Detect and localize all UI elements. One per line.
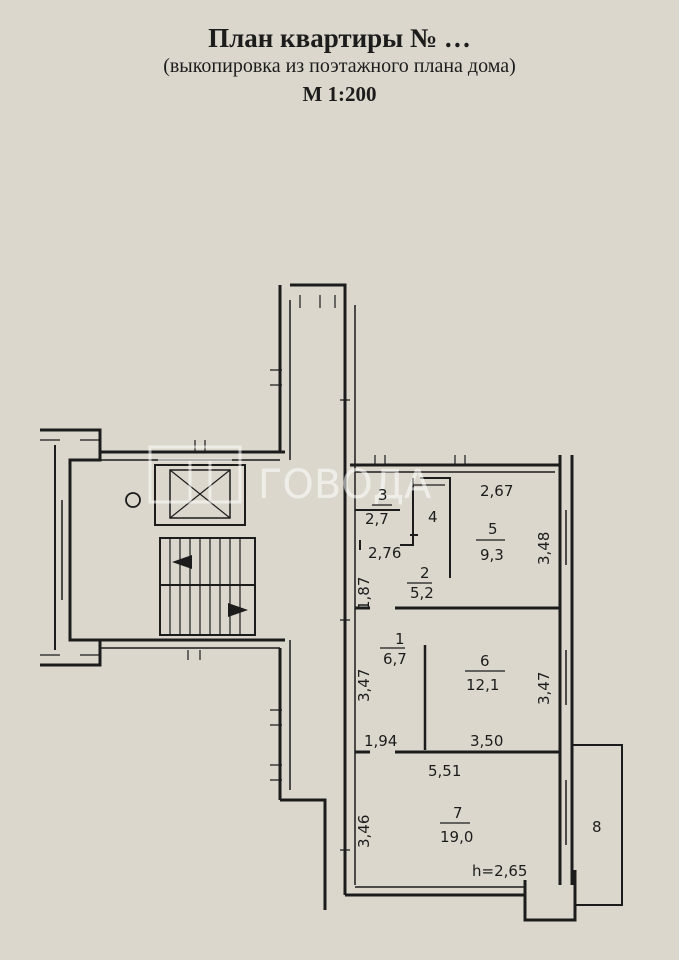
dim-3-46: 3,46 [355, 815, 373, 848]
dim-2-76: 2,76 [368, 544, 401, 562]
room-4-number: 4 [428, 508, 438, 526]
room-2-area: 5,2 [410, 584, 434, 602]
room-3-area: 2,7 [365, 510, 389, 528]
dim-3-47-left: 3,47 [355, 669, 373, 702]
ceiling-height: h=2,65 [472, 862, 527, 880]
stairwell [40, 428, 285, 667]
stair-arrow-left-icon [172, 555, 192, 569]
room-6-area: 12,1 [466, 676, 499, 694]
plan-title: План квартиры № … [208, 23, 471, 53]
room-5-area: 9,3 [480, 546, 504, 564]
plan-scale: М 1:200 [302, 82, 377, 106]
watermark: ГОВОДА [148, 445, 432, 508]
drain-circle-icon [125, 492, 141, 508]
dim-1-94: 1,94 [364, 732, 397, 750]
dim-3-50: 3,50 [470, 732, 503, 750]
dimension-labels: 2,67 2,76 1,94 3,50 5,51 h=2,65 3,48 1,8… [355, 482, 553, 880]
room-labels: 3 2,7 4 5 9,3 2 5,2 1 6,7 6 12,1 7 19,0 … [365, 486, 602, 846]
room-8-number: 8 [592, 818, 602, 836]
watermark-text: ГОВОДА [258, 462, 432, 508]
room-5-number: 5 [488, 520, 498, 538]
plan-subtitle: (выкопировка из поэтажного плана дома) [163, 55, 516, 77]
dim-2-67: 2,67 [480, 482, 513, 500]
stair-arrow-right-icon [228, 603, 248, 617]
room-3-number: 3 [378, 486, 388, 504]
room-1-number: 1 [395, 630, 405, 648]
room-7-number: 7 [453, 804, 463, 822]
room-7-area: 19,0 [440, 828, 473, 846]
corridor-walls [278, 283, 356, 910]
apartment-walls [345, 455, 623, 922]
area-underlines [372, 504, 505, 824]
dimension-ticks [40, 295, 466, 851]
room-2-number: 2 [420, 564, 430, 582]
stair-steps [169, 538, 241, 635]
dim-5-51: 5,51 [428, 762, 461, 780]
plan-header: План квартиры № … (выкопировка из поэтаж… [0, 22, 679, 108]
dim-3-48: 3,48 [535, 532, 553, 565]
room-6-number: 6 [480, 652, 490, 670]
room-1-area: 6,7 [383, 650, 407, 668]
dim-3-47-right: 3,47 [535, 672, 553, 705]
dim-1-87: 1,87 [355, 577, 373, 610]
